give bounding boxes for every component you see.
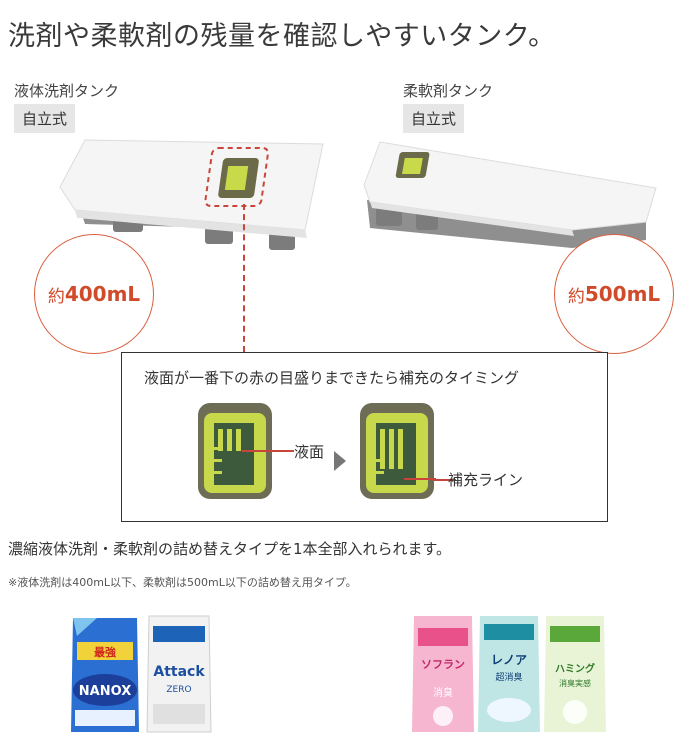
refill-callout-line bbox=[434, 479, 456, 481]
humming-sub: 消臭実感 bbox=[559, 678, 591, 688]
refill-timing-panel: 液面が一番下の赤の目盛りまできたら補充のタイミング 液面 補充ライン bbox=[121, 352, 608, 522]
detergent-tank-badge: 自立式 bbox=[14, 104, 76, 133]
volume-prefix: 約 bbox=[47, 286, 65, 307]
softener-volume: 500mL bbox=[584, 282, 661, 306]
soflan-brand: ソフラン bbox=[421, 658, 465, 671]
refill-description: 濃縮液体洗剤・柔軟剤の詰め替えタイプを1本全部入れられます。 bbox=[8, 540, 452, 558]
detergent-volume-circle: 約 400mL bbox=[34, 234, 154, 354]
softener-volume-circle: 約 500mL bbox=[554, 234, 674, 354]
lenor-brand: レノア bbox=[491, 653, 527, 667]
nanox-top-text: 最強 bbox=[94, 645, 116, 659]
humming-brand: ハミング bbox=[555, 662, 595, 675]
refill-timing-title: 液面が一番下の赤の目盛りまできたら補充のタイミング bbox=[144, 369, 520, 387]
lenor-sub: 超消臭 bbox=[495, 671, 522, 683]
softener-tank-image bbox=[363, 141, 657, 248]
refill-note: ※液体洗剤は400mL以下、柔軟剤は500mL以下の詰め替え用タイプ。 bbox=[8, 576, 357, 589]
detergent-tank-image bbox=[59, 139, 324, 250]
detergent-volume: 400mL bbox=[64, 282, 141, 306]
soflan-sub: 消臭 bbox=[433, 686, 453, 699]
softener-tank-badge: 自立式 bbox=[403, 104, 465, 133]
lenor-refill-pack-image: レノア 超消臭 bbox=[478, 616, 540, 732]
arrow-right-icon bbox=[334, 451, 346, 471]
softener-tank-label: 柔軟剤タンク bbox=[403, 82, 494, 100]
humming-refill-pack-image: ハミング 消臭実感 bbox=[544, 616, 606, 732]
dashed-connector-line bbox=[243, 204, 245, 352]
surface-callout-line bbox=[272, 450, 294, 452]
tank-window-low-image bbox=[360, 403, 436, 499]
attack-sub: ZERO bbox=[166, 685, 191, 695]
attack-refill-pack-image: Attack ZERO bbox=[146, 615, 212, 733]
attack-brand: Attack bbox=[153, 664, 205, 680]
volume-prefix: 約 bbox=[567, 286, 585, 307]
soflan-refill-pack-image: ソフラン 消臭 bbox=[412, 616, 474, 732]
nanox-refill-pack-image: 最強 NANOX bbox=[71, 618, 139, 732]
nanox-brand: NANOX bbox=[79, 684, 131, 699]
tank-window-full-image bbox=[198, 403, 274, 499]
refill-line-label: 補充ライン bbox=[448, 471, 524, 489]
detergent-tank-label: 液体洗剤タンク bbox=[14, 82, 120, 100]
surface-label: 液面 bbox=[294, 443, 325, 461]
page-title: 洗剤や柔軟剤の残量を確認しやすいタンク。 bbox=[8, 21, 556, 52]
